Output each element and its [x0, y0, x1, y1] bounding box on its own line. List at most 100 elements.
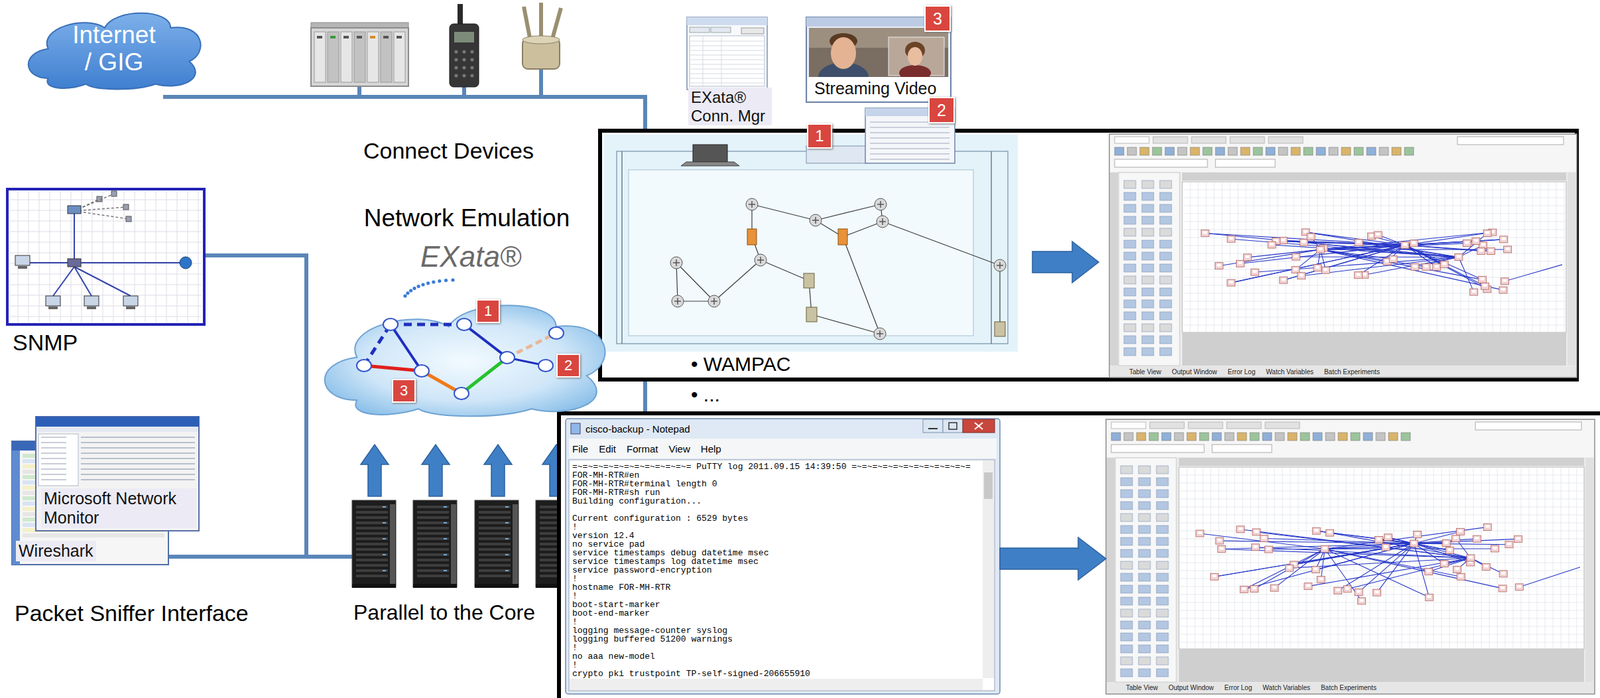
sim-node-screen — [1456, 255, 1461, 258]
notepad-text: ! — [572, 643, 578, 652]
server-slot — [417, 515, 449, 519]
content-row — [869, 131, 950, 134]
toolbar-icon — [1114, 147, 1124, 156]
server-led — [505, 521, 509, 524]
palette-icon — [1138, 584, 1151, 593]
palette-icon — [1159, 287, 1172, 296]
status-tab: Watch Variables — [1262, 683, 1311, 692]
sim-link — [1295, 256, 1459, 258]
sim-node-icon — [1251, 543, 1260, 551]
toolbar-tab — [1111, 421, 1146, 429]
status-tab: Batch Experiments — [1320, 683, 1377, 692]
sim-node-screen — [1293, 254, 1298, 258]
palette-icon — [1138, 477, 1151, 486]
grid-line — [1182, 213, 1566, 215]
callout-number: 2 — [556, 353, 581, 378]
palette-icon — [1120, 668, 1133, 677]
router-symbol — [809, 214, 822, 227]
sim-node-icon — [1503, 246, 1512, 253]
notepad-text: Help — [700, 442, 722, 455]
sim-node-screen — [1468, 555, 1473, 559]
sim-link — [1268, 548, 1325, 550]
plc-led — [343, 35, 349, 39]
status-tab: Watch Variables — [1265, 368, 1314, 376]
table-row — [690, 78, 764, 79]
notepad-text: Edit — [598, 442, 616, 455]
toolbar-field — [1114, 159, 1208, 168]
screenshot-node: EXata® Conn. Mgr — [686, 17, 775, 129]
toolbar-icon — [1404, 147, 1414, 156]
radio-body — [449, 23, 479, 87]
grid-line — [1441, 467, 1443, 648]
logo-dot — [417, 284, 421, 288]
server-slot — [356, 505, 388, 508]
sim-node-icon — [1306, 233, 1315, 241]
palette-icon — [1138, 501, 1151, 510]
grid-line — [1182, 301, 1566, 302]
grid-line — [1529, 467, 1530, 648]
server-slot — [356, 568, 388, 572]
palette-icon — [1156, 477, 1169, 486]
palette-icon — [1120, 525, 1133, 534]
palette-icon — [1120, 489, 1133, 498]
palette-icon — [1156, 549, 1169, 557]
sim-link — [1470, 557, 1504, 574]
tree-row — [41, 457, 67, 459]
toolbar-icon — [1228, 147, 1238, 156]
cloud-heading: Network Emulation — [364, 204, 571, 233]
palette-icon — [1123, 347, 1136, 356]
toolbar-icon — [1240, 147, 1250, 156]
palette-icon — [1159, 180, 1172, 189]
palette-icon — [1120, 477, 1133, 486]
status-tab: Error Log — [1224, 683, 1253, 692]
screenshot-node: Table ViewOutput WindowError LogWatch Va… — [1106, 419, 1595, 694]
laptop-base — [680, 161, 740, 166]
cloud-heading: EXata® — [420, 240, 522, 274]
person-face — [907, 47, 923, 66]
sim-node-icon — [1251, 268, 1260, 276]
server-slot — [478, 542, 511, 546]
grid-line — [1179, 578, 1584, 579]
grid-line — [1179, 625, 1584, 627]
sim-node-screen — [1299, 273, 1304, 277]
close-button — [962, 419, 995, 433]
callout-number: 3 — [391, 378, 416, 403]
sim-node-screen — [1434, 264, 1439, 268]
toolbar-icon — [1237, 432, 1247, 441]
logo-dot — [437, 279, 441, 283]
palette-icon — [1159, 335, 1172, 344]
grid-line — [9, 273, 202, 275]
server-slot — [356, 558, 388, 561]
sim-link — [1413, 538, 1518, 544]
plc-module — [314, 31, 326, 83]
router-mark — [748, 200, 756, 208]
sim-node-screen — [1253, 545, 1258, 548]
sim-link — [1405, 244, 1486, 286]
content-row — [869, 153, 950, 155]
sim-link — [1283, 244, 1406, 280]
server-base — [474, 583, 519, 588]
sim-link — [1231, 244, 1406, 283]
palette-icon — [1123, 275, 1136, 284]
grid-line — [1179, 617, 1584, 619]
table — [689, 35, 765, 87]
firewall-symbol — [838, 228, 848, 245]
sim-link — [1255, 257, 1459, 273]
notepad-text: Building configuration... — [572, 496, 702, 506]
sim-node-screen — [1474, 536, 1479, 540]
notepad-text: ! — [572, 660, 578, 670]
sim-node-icon — [1291, 253, 1300, 260]
grid-line — [1179, 514, 1584, 516]
palette-icon — [1156, 537, 1169, 546]
grid-line — [1182, 277, 1566, 278]
sim-link — [1364, 257, 1459, 276]
server-slot — [417, 526, 449, 530]
notepad-text: logging message-counter syslog — [572, 625, 728, 635]
server-slot — [356, 542, 388, 546]
grid-line — [1182, 316, 1566, 318]
sim-node-screen — [1447, 548, 1452, 552]
simulator-screenshot — [1106, 419, 1595, 694]
server-slot — [417, 558, 449, 561]
pc-base — [86, 306, 97, 309]
logo-dot — [450, 277, 455, 282]
